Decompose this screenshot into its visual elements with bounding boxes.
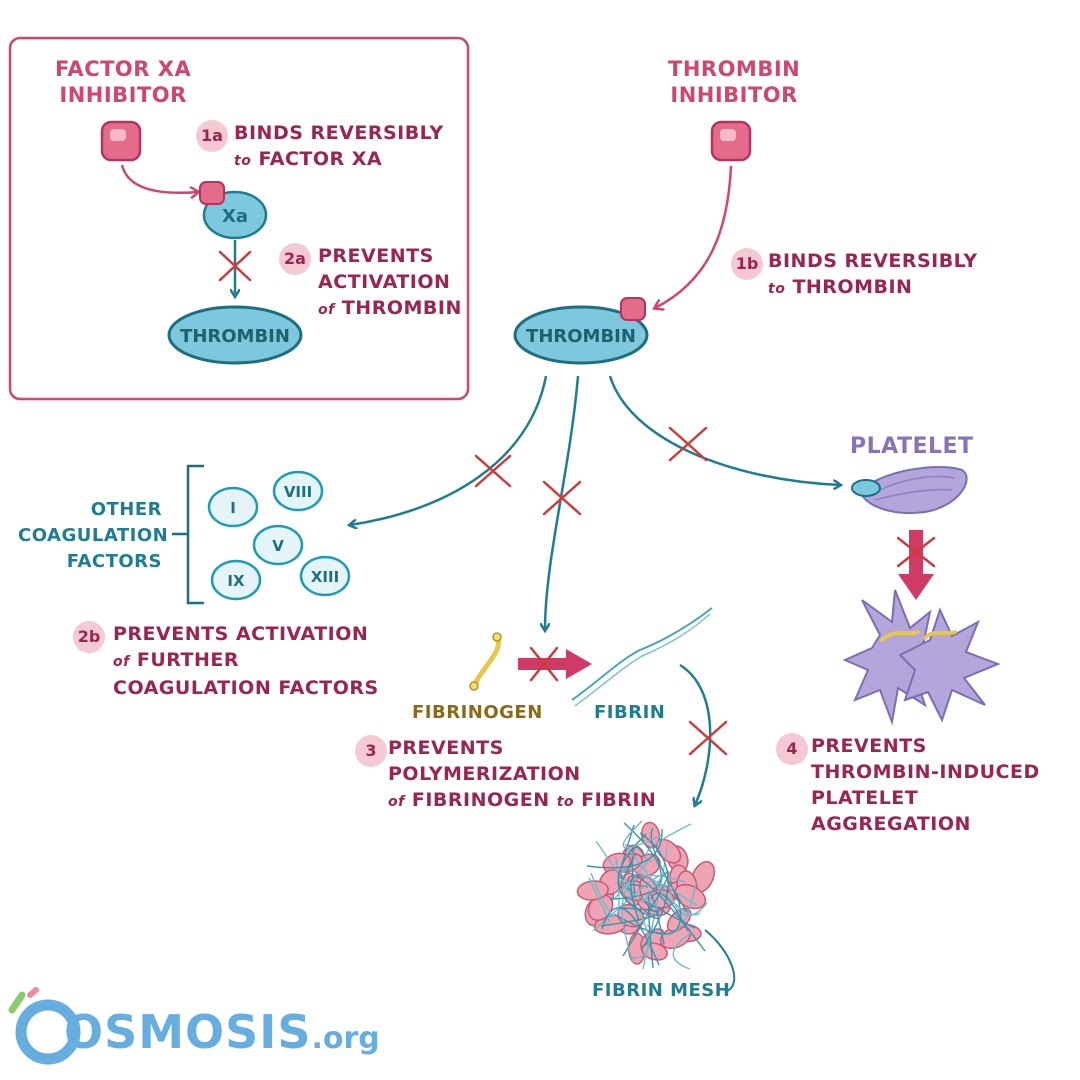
factor-xa-label: Xa (222, 206, 248, 227)
bound-thrombin-inhibitor (620, 297, 646, 321)
step-3-badge: 3 (355, 735, 387, 767)
factors-bracket (172, 464, 204, 605)
factor-viii (272, 470, 324, 512)
fibrin-fiber (624, 843, 701, 916)
binding-arrow-xa (120, 164, 198, 193)
fibrin-mesh-clot (576, 820, 715, 970)
factor-ix-label: IX (227, 572, 245, 590)
platelet-shape (858, 465, 968, 514)
block-mark-mesh (688, 720, 728, 756)
platelet-label: PLATELET (850, 434, 974, 459)
step-3-text: PREVENTS POLYMERIZATION of FIBRINOGEN to… (388, 737, 657, 811)
fibrin-label: FIBRIN (594, 702, 666, 723)
factor-v-label: V (272, 537, 284, 555)
fibrin-strand (571, 607, 713, 701)
platelet-bridge (880, 630, 957, 642)
factor-xa-inhibitor-label: FACTOR Xa INHIBITOR (55, 57, 192, 107)
block-mark-2a (218, 250, 252, 282)
factor-xiii-label: XIII (311, 568, 339, 586)
fibrin-fiber (622, 820, 663, 849)
step-2a-text: PREVENTS ACTIVATION of THROMBIN (318, 245, 462, 319)
step-4-text: PREVENTS THROMBIN-INDUCED PLATELET AGGRE… (811, 735, 1040, 835)
bound-xa-inhibitor (199, 181, 225, 205)
fibrin-fiber (601, 907, 660, 966)
thrombin-center-shape (513, 305, 649, 365)
factor-circles (207, 470, 351, 601)
fibrin-fiber (639, 832, 669, 951)
thrombin-left-shape (167, 305, 303, 365)
fibrin-fiber (646, 881, 697, 936)
block-mark-4a (668, 426, 708, 462)
factor-viii-label: VIII (284, 483, 312, 501)
fibrin-to-mesh-arrow (679, 663, 712, 805)
step-2b-text: PREVENTS ACTIVATION of FURTHER COAGULATI… (113, 623, 379, 699)
fibrin-fiber (614, 862, 649, 899)
activated-platelets (842, 589, 1001, 726)
osmosis-logo-mark (8, 987, 81, 1065)
thrombin-left-label: THROMBIN (180, 326, 290, 347)
block-mark-3b (529, 646, 559, 682)
osmosis-logo-text: OSMOSIS.org (64, 1004, 380, 1071)
thrombin-inhibitor-label: THROMBIN INHIBITOR (668, 57, 801, 107)
fibrinogen-molecule (471, 634, 502, 689)
thrombin-center-label: THROMBIN (526, 326, 636, 347)
factor-i-label: I (230, 499, 236, 517)
arrow-to-platelet (608, 375, 840, 485)
fibrin-mesh-leader (704, 929, 736, 993)
fibrin-fiber (666, 878, 708, 917)
platelet-aggregation-arrow (898, 530, 934, 600)
step-4-badge: 4 (776, 733, 808, 765)
step-1a-text: BINDS REVERSIBLY to FACTOR Xa (234, 122, 444, 170)
osmosis-logo-main: OSMOSIS (64, 1005, 312, 1059)
platelet-receptor (851, 479, 881, 497)
arrow-to-fibrinogen (545, 375, 580, 630)
step-2b-badge: 2b (73, 621, 105, 653)
fibrin-fiber (672, 932, 692, 970)
fibrin-mesh-label: FIBRIN MESH (592, 980, 731, 1001)
fibrin-fiber (630, 876, 706, 952)
factor-v (252, 524, 304, 566)
fibrin-fiber (595, 840, 650, 959)
factor-xa-panel (8, 36, 470, 401)
step-2a-badge: 2a (279, 243, 311, 275)
block-mark-3 (542, 480, 582, 516)
fibrin-fiber (617, 869, 656, 906)
step-1a-badge: 1a (196, 120, 228, 152)
step-1b-badge: 1b (731, 248, 763, 280)
step-1b-text: BINDS REVERSIBLY to THROMBIN (768, 250, 978, 298)
fibrin-fiber (631, 846, 647, 897)
fibrinogen-to-fibrin-arrow (518, 649, 592, 679)
other-coagulation-factors-label: OTHER COAGULATION FACTORS (18, 499, 169, 572)
block-mark-4b (896, 536, 936, 568)
factor-xiii (299, 555, 351, 597)
binding-arrow-thrombin (655, 165, 733, 308)
arrow-to-factors (350, 375, 548, 525)
factor-i (207, 486, 259, 528)
factor-ix (210, 559, 262, 601)
fibrin-fiber (650, 827, 688, 913)
fibrin-fiber (619, 867, 698, 906)
fibrin-fiber (586, 828, 663, 869)
fibrin-fiber (588, 877, 610, 922)
block-mark-2b (474, 454, 512, 488)
osmosis-logo-suffix: .org (311, 1021, 380, 1056)
fibrinogen-label: FIBRINOGEN (412, 702, 543, 723)
